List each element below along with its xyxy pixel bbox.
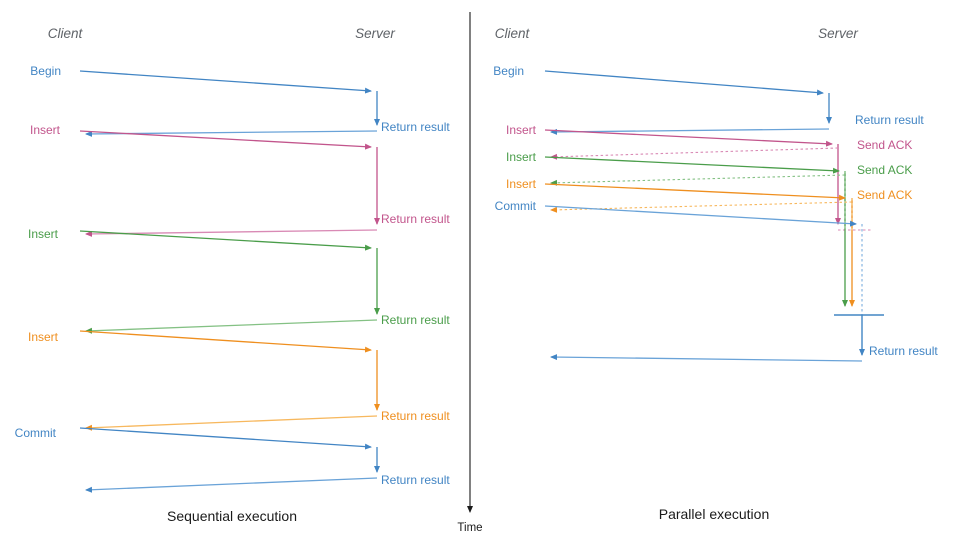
parallel-ack-label-insert-2: Send ACK xyxy=(857,163,912,177)
parallel-response-arrow-commit xyxy=(550,354,863,362)
sequential-label-begin: Begin xyxy=(30,64,61,78)
request-arrow-insert-2 xyxy=(79,230,372,251)
sequential-message-insert-2: Insert Return result xyxy=(28,227,450,334)
sequential-caption: Sequential execution xyxy=(167,508,297,524)
sequential-label-insert-3: Insert xyxy=(28,330,59,344)
parallel-return-label-begin: Return result xyxy=(855,113,924,127)
parallel-message-insert-2: Insert Send ACK xyxy=(506,150,912,307)
sequential-return-label-insert-3: Return result xyxy=(381,409,450,423)
sequential-return-label-insert-2: Return result xyxy=(381,313,450,327)
parallel-caption: Parallel execution xyxy=(659,506,770,522)
time-axis-label: Time xyxy=(457,522,482,534)
panel-parallel: Client Server Begin Return result Insert… xyxy=(493,26,938,522)
response-arrow-insert-3 xyxy=(85,415,378,431)
parallel-label-commit: Commit xyxy=(495,199,537,213)
request-arrow-begin xyxy=(79,70,372,94)
response-arrow-commit xyxy=(85,477,378,493)
parallel-message-insert-1: Insert Send ACK xyxy=(506,123,912,231)
parallel-ack-arrow-insert-2 xyxy=(550,174,846,186)
parallel-message-insert-3: Insert Send ACK xyxy=(506,177,912,307)
parallel-client-header: Client xyxy=(495,26,531,41)
sequential-client-header: Client xyxy=(48,26,84,41)
sequential-return-label-insert-1: Return result xyxy=(381,212,450,226)
request-arrow-commit xyxy=(79,427,372,450)
response-arrow-insert-2 xyxy=(85,319,378,334)
parallel-return-label-commit: Return result xyxy=(869,344,938,358)
parallel-label-insert-1: Insert xyxy=(506,123,537,137)
parallel-server-header: Server xyxy=(818,26,858,41)
parallel-message-commit: Commit Return result xyxy=(495,199,938,362)
sequential-message-commit: Commit Return result xyxy=(15,426,450,493)
sequential-server-header: Server xyxy=(355,26,395,41)
parallel-label-insert-2: Insert xyxy=(506,150,537,164)
parallel-message-begin: Begin Return result xyxy=(493,64,924,135)
response-arrow-insert-1 xyxy=(85,229,378,237)
parallel-request-arrow-begin xyxy=(544,70,824,96)
parallel-ack-arrow-insert-1 xyxy=(550,147,839,160)
sequential-return-label-commit: Return result xyxy=(381,473,450,487)
request-arrow-insert-1 xyxy=(79,130,372,150)
sequential-message-insert-1: Insert Return result xyxy=(30,123,450,237)
sequential-message-begin: Begin Return result xyxy=(30,64,450,137)
sequential-message-insert-3: Insert Return result xyxy=(28,330,450,431)
parallel-response-arrow-begin xyxy=(550,128,830,135)
sequential-return-label-begin: Return result xyxy=(381,120,450,134)
parallel-label-insert-3: Insert xyxy=(506,177,537,191)
parallel-ack-label-insert-3: Send ACK xyxy=(857,188,912,202)
sequential-label-insert-1: Insert xyxy=(30,123,61,137)
parallel-request-arrow-insert-3 xyxy=(544,183,846,201)
panel-sequential: Client Server Begin Return result Insert… xyxy=(15,26,451,524)
sequential-label-commit: Commit xyxy=(15,426,57,440)
parallel-ack-label-insert-1: Send ACK xyxy=(857,138,912,152)
parallel-request-arrow-insert-2 xyxy=(544,156,840,174)
parallel-request-arrow-insert-1 xyxy=(544,129,833,147)
request-arrow-insert-3 xyxy=(79,330,372,353)
parallel-request-arrow-commit xyxy=(544,205,857,227)
sequential-label-insert-2: Insert xyxy=(28,227,59,241)
parallel-label-begin: Begin xyxy=(493,64,524,78)
time-axis: Time xyxy=(457,12,483,534)
